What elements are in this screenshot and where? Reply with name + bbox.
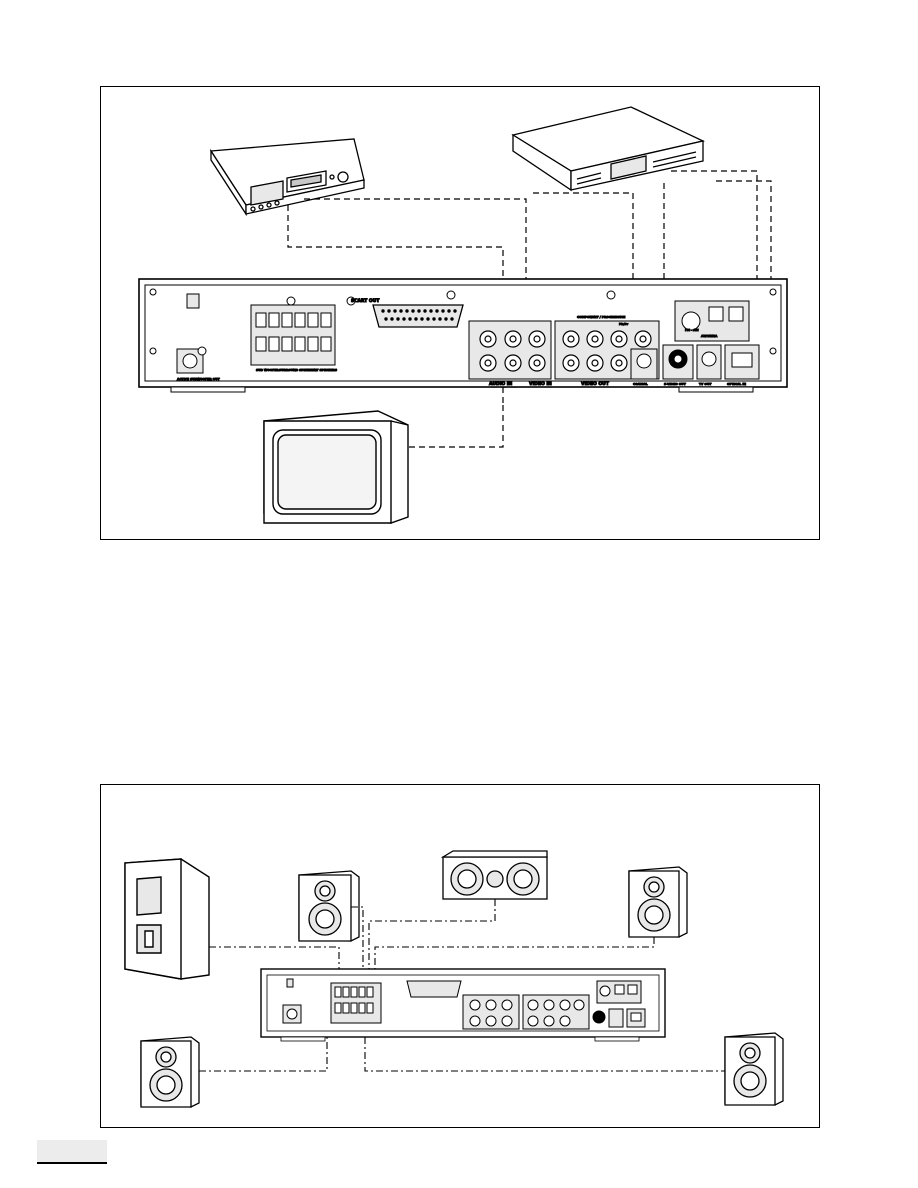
- av-sources-diagram: ACTIVE SUBWOOFER OUT SUB WOOFER SURROUND…: [138, 106, 788, 524]
- cd-player-icon: [511, 106, 705, 192]
- component-label: COMPONENT / PROGRESSIVE: [577, 315, 625, 319]
- center-speaker-icon: [440, 850, 548, 900]
- television-icon: [263, 410, 409, 524]
- surround-label: SURROUND SPEAKERS: [279, 368, 317, 372]
- audio-in-label: AUDIO IN: [489, 381, 512, 387]
- coaxial-label: COAXIAL: [633, 382, 648, 386]
- av-receiver-icon: ACTIVE SUBWOOFER OUT SUB WOOFER SURROUND…: [138, 278, 788, 393]
- speaker-icon: [628, 866, 688, 938]
- front-label: FRONT SPEAKERS: [307, 368, 337, 372]
- speaker-diagram: [124, 850, 784, 1108]
- cassette-deck-icon: [209, 138, 365, 217]
- av-receiver-icon: [260, 968, 666, 1042]
- optical-in-label: OPTICAL IN: [727, 382, 747, 386]
- video-out-label: VIDEO OUT: [581, 381, 610, 387]
- connection-diagram-av-sources: ACTIVE SUBWOOFER OUT SUB WOOFER SURROUND…: [100, 86, 820, 540]
- speaker-icon: [140, 1036, 200, 1108]
- page-number-badge: [37, 1140, 107, 1164]
- s-video-label: S-VIDEO OUT: [664, 382, 687, 386]
- sub-woofer-label: SUB WOOFER: [256, 368, 279, 372]
- speaker-icon: [298, 870, 360, 942]
- tv-out-label: TV OUT: [699, 382, 712, 386]
- subwoofer-icon: [124, 858, 210, 980]
- subwoofer-out-label: ACTIVE SUBWOOFER OUT: [177, 377, 221, 381]
- antenna-label: ANTENNA: [701, 334, 718, 338]
- fm-am-label: FM · AM: [685, 328, 699, 332]
- speaker-icon: [724, 1032, 784, 1106]
- scart-out-label: SCART OUT: [351, 298, 380, 304]
- connection-diagram-speakers: [100, 784, 820, 1128]
- pb-pr-label: Pb/Pr: [619, 322, 629, 326]
- video-in-label: VIDEO IN: [529, 381, 552, 387]
